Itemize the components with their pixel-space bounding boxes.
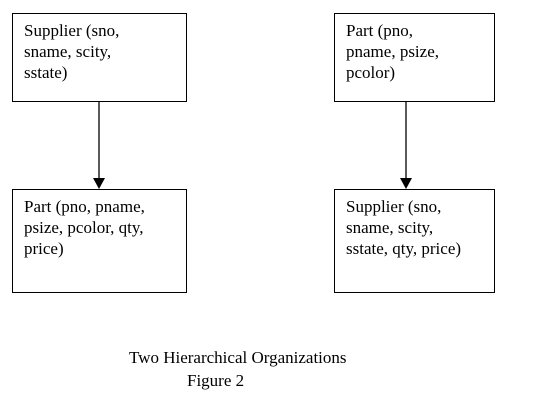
supplier-child-node: Supplier (sno, sname, scity, sstate, qty… bbox=[334, 189, 495, 293]
figure-caption-number: Figure 2 bbox=[187, 371, 245, 390]
figure-caption-title: Two Hierarchical Organizations bbox=[129, 348, 347, 367]
node-text-line: pcolor) bbox=[346, 63, 396, 82]
node-text-line: Part (pno, pname, bbox=[24, 197, 145, 216]
supplier-parent-node: Supplier (sno, sname, scity, sstate) bbox=[12, 13, 187, 102]
node-text-line: Supplier (sno, bbox=[346, 197, 442, 216]
node-text-line: Supplier (sno, bbox=[24, 21, 120, 40]
right-hierarchy-arrowhead bbox=[400, 178, 412, 189]
node-text-line: sname, scity, bbox=[346, 218, 434, 237]
left-hierarchy-arrowhead bbox=[93, 178, 105, 189]
node-text-line: sname, scity, bbox=[24, 42, 112, 61]
node-text-line: psize, pcolor, qty, bbox=[24, 218, 144, 237]
node-text-line: sstate, qty, price) bbox=[346, 239, 462, 258]
part-parent-node: Part (pno, pname, psize, pcolor) bbox=[334, 13, 495, 102]
node-text-line: Part (pno, bbox=[346, 21, 414, 40]
node-text-line: pname, psize, bbox=[346, 42, 439, 61]
node-text-line: sstate) bbox=[24, 63, 68, 82]
node-text-line: price) bbox=[24, 239, 64, 258]
part-child-node: Part (pno, pname, psize, pcolor, qty, pr… bbox=[12, 189, 187, 293]
